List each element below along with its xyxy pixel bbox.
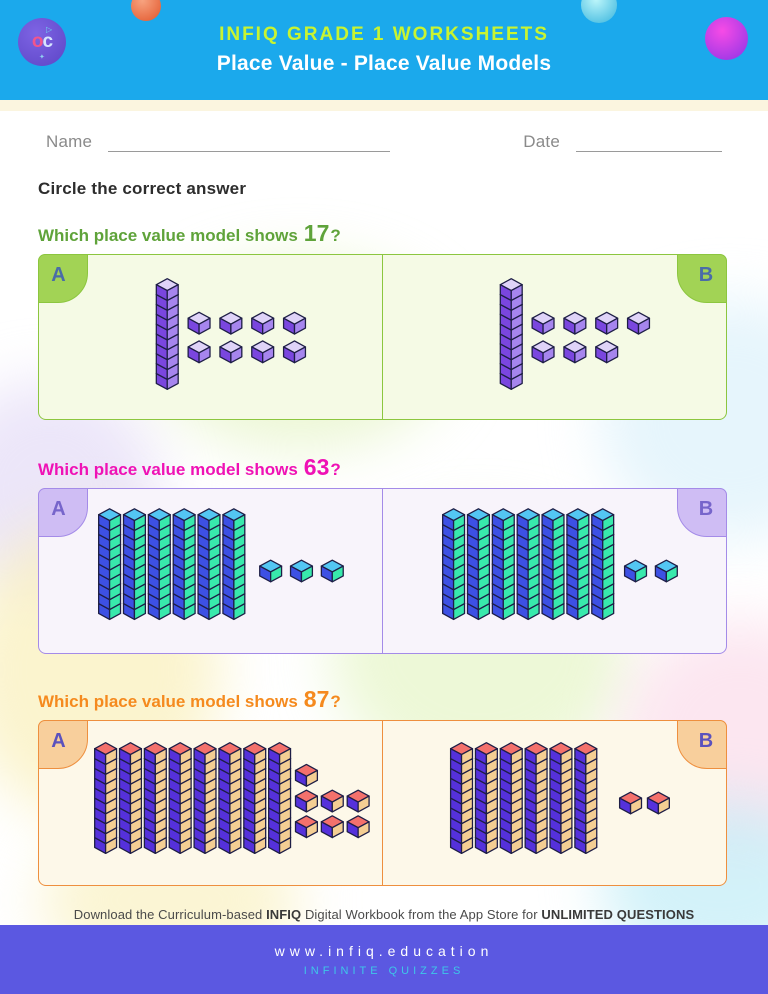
note-brand: INFIQ [266, 907, 302, 922]
logo-play-icon: ▷ [46, 25, 52, 34]
option-a-tab: A [37, 253, 88, 303]
question-1-text: Which place value model shows 17 ? [38, 220, 728, 250]
question-1-option-b[interactable]: B [381, 253, 727, 420]
option-b-tab: B [677, 253, 727, 303]
question-3-text: Which place value model shows 87 ? [38, 686, 728, 716]
question-3-prefix: Which place value model shows [38, 692, 298, 711]
question-1-number: 17 [303, 220, 330, 246]
option-b-tab: B [677, 719, 727, 769]
place-value-model [94, 742, 370, 855]
place-value-model [155, 278, 307, 391]
place-value-model [98, 508, 344, 621]
name-field: Name [46, 132, 391, 152]
question-2-option-a[interactable]: A [37, 487, 383, 654]
header: ▷ o c ✦ INFIQ GRADE 1 WORKSHEETS Place V… [0, 0, 768, 100]
question-2-number: 63 [303, 454, 330, 480]
question-2-suffix: ? [330, 460, 341, 479]
date-field: Date [523, 132, 722, 152]
option-a-letter: A [51, 497, 66, 520]
footer-bar: www.infiq.education INFINITE QUIZZES [0, 925, 768, 994]
decor-ball-cyan [581, 0, 617, 23]
question-3-options: A B [37, 719, 728, 886]
question-2-prefix: Which place value model shows [38, 460, 298, 479]
question-2-option-b[interactable]: B [381, 487, 727, 654]
question-3-option-b[interactable]: B [381, 719, 727, 886]
logo-letter-o: o [31, 31, 44, 52]
option-b-letter: B [698, 263, 714, 286]
question-1-options: A B [37, 253, 728, 420]
question-1-option-a[interactable]: A [37, 253, 383, 420]
header-accent-strip [0, 100, 768, 111]
place-value-model [441, 508, 678, 621]
website-url: www.infiq.education [274, 942, 494, 959]
name-label: Name [46, 132, 93, 151]
tagline: INFINITE QUIZZES [303, 964, 465, 977]
option-a-letter: A [51, 729, 66, 752]
date-input-line[interactable] [576, 132, 722, 152]
worksheet-series-title: INFIQ GRADE 1 WORKSHEETS [219, 24, 549, 45]
option-b-letter: B [698, 497, 714, 520]
logo-letter-c: c [42, 31, 54, 52]
name-input-line[interactable] [108, 132, 391, 152]
logo-sparkle-icon: ✦ [39, 54, 45, 61]
download-note: Download the Curriculum-based INFIQ Digi… [0, 907, 768, 922]
note-text: Digital Workbook from the App Store for [301, 907, 542, 922]
header-titles: INFIQ GRADE 1 WORKSHEETS Place Value - P… [0, 0, 768, 76]
date-label: Date [523, 132, 560, 151]
question-1-suffix: ? [330, 226, 341, 245]
question-3-number: 87 [303, 686, 330, 712]
question-3-suffix: ? [330, 692, 341, 711]
question-3: Which place value model shows 87 ? A B [37, 686, 728, 886]
instruction-text: Circle the correct answer [38, 179, 247, 198]
note-text: Download the Curriculum-based [73, 907, 267, 922]
question-1-prefix: Which place value model shows [38, 226, 298, 245]
decor-ball-orange [131, 0, 161, 21]
question-2-options: A B [37, 487, 728, 654]
option-b-tab: B [677, 487, 727, 537]
name-date-row: Name Date [0, 126, 768, 152]
place-value-model [499, 278, 650, 391]
place-value-model [449, 742, 670, 855]
question-2-text: Which place value model shows 63 ? [38, 454, 728, 484]
option-b-letter: B [698, 729, 714, 752]
question-2: Which place value model shows 63 ? A B [37, 454, 728, 654]
option-a-letter: A [51, 263, 66, 286]
note-highlight: UNLIMITED QUESTIONS [541, 907, 695, 922]
decor-ball-magenta [705, 17, 748, 60]
question-3-option-a[interactable]: A [37, 719, 383, 886]
question-1: Which place value model shows 17 ? A B [37, 220, 728, 420]
page-title: Place Value - Place Value Models [216, 52, 552, 75]
infiq-logo: ▷ o c ✦ [18, 18, 66, 66]
